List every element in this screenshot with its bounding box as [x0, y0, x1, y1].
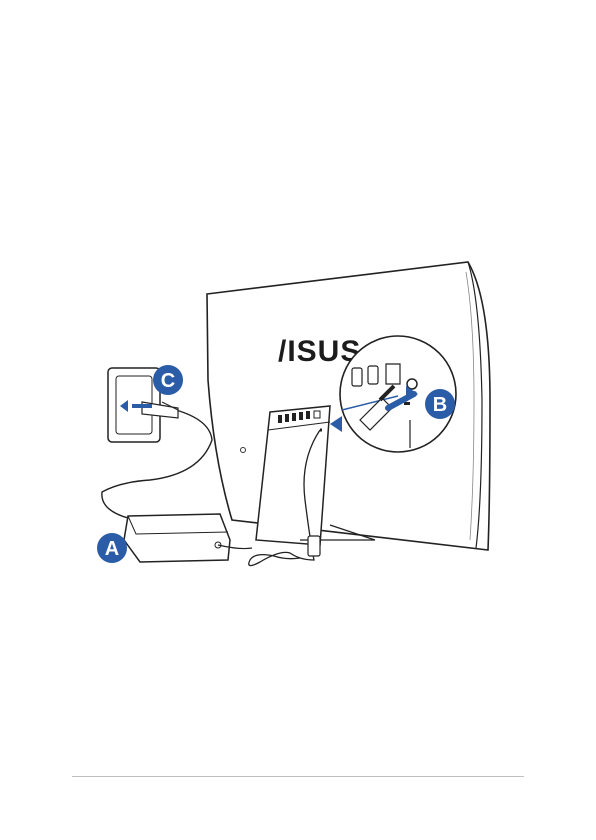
power-adapter	[124, 514, 252, 562]
svg-text:B: B	[433, 394, 447, 416]
step-marker-c: C	[153, 365, 183, 395]
svg-text:A: A	[105, 538, 119, 560]
footer-divider	[72, 776, 524, 777]
step-marker-b: B	[425, 389, 455, 419]
svg-text:C: C	[161, 370, 175, 392]
step-marker-a: A	[97, 533, 127, 563]
